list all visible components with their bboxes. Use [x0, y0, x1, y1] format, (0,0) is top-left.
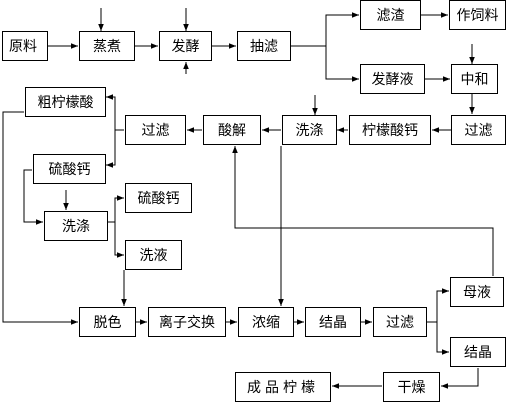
- node-crude-citric-acid: 粗柠檬酸: [25, 87, 106, 117]
- arrow-to-calcium-sulfate-1: [106, 130, 116, 168]
- node-filter-residue: 滤渣: [360, 0, 421, 30]
- node-finished-product: 成品柠檬: [235, 372, 331, 402]
- node-feed: 作饲料: [449, 0, 506, 30]
- arrow-crystallization2-to-drying: [441, 368, 479, 389]
- node-raw-material: 原料: [2, 31, 48, 61]
- node-mother-liquor: 母液: [450, 277, 504, 307]
- arrow-to-fermented-liquid: [325, 46, 359, 82]
- node-decolorization: 脱色: [79, 307, 136, 337]
- arrow-to-residue: [325, 12, 359, 46]
- arrow-to-mother-liquor: [436, 288, 449, 322]
- node-crystallization-1: 结晶: [305, 307, 361, 337]
- node-fermentation: 发酵: [159, 31, 212, 61]
- node-crystallization-2: 结晶: [450, 337, 506, 367]
- node-calcium-sulfate-1: 硫酸钙: [33, 154, 106, 184]
- arrow-calcium-sulfate-to-washing: [23, 169, 43, 225]
- arrow-crude-acid-to-decolorization: [2, 111, 78, 325]
- node-filtration-2: 过滤: [125, 115, 186, 145]
- node-filtration-3: 过滤: [373, 307, 427, 337]
- node-concentration: 浓缩: [238, 307, 294, 337]
- node-suction-filter: 抽滤: [237, 31, 291, 61]
- arrow-to-crude-citric-acid: [106, 94, 116, 130]
- arrow-to-washing-liquid: [114, 222, 124, 258]
- node-calcium-sulfate-2: 硫酸钙: [125, 183, 192, 213]
- node-fermented-liquid: 发酵液: [360, 64, 425, 94]
- node-washing-1: 洗涤: [282, 115, 337, 145]
- node-neutralization: 中和: [451, 64, 498, 94]
- arrow-to-crystallization-2: [436, 322, 449, 355]
- node-drying: 干燥: [383, 372, 440, 402]
- arrow-mother-liquor-to-acidolysis: [232, 146, 494, 276]
- node-filtration-1: 过滤: [451, 115, 506, 145]
- node-washing-liquid: 洗液: [125, 240, 182, 270]
- node-calcium-citrate: 柠檬酸钙: [349, 115, 431, 145]
- node-acidolysis: 酸解: [203, 115, 261, 145]
- node-ion-exchange: 离子交换: [148, 307, 226, 337]
- node-washing-2: 洗涤: [44, 211, 108, 241]
- node-steaming: 蒸煮: [79, 31, 135, 61]
- arrow-to-calcium-sulfate-2: [114, 195, 124, 222]
